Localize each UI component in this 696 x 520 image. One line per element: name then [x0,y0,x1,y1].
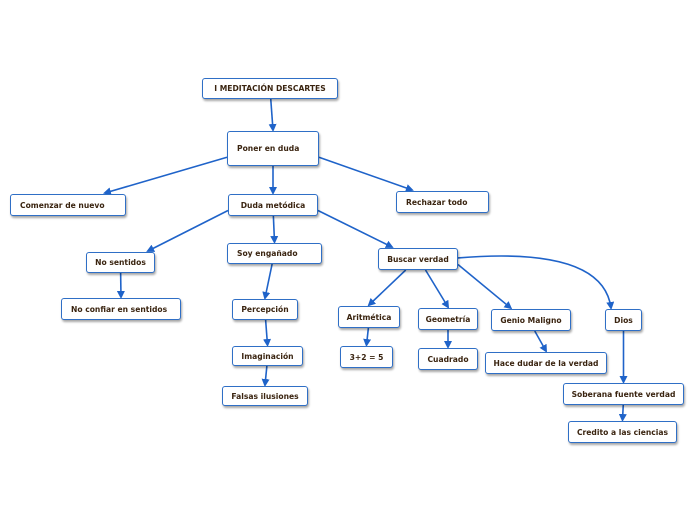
connector-duda-to-soy [270,215,279,244]
connector-genio-to-hace [534,330,547,353]
node-soberana-fuente-verdad[interactable]: Soberana fuente verdad [563,383,684,405]
connector-imaginacion-to-falsas [261,365,270,387]
node-no-confiar-en-sentidos[interactable]: No confiar en sentidos [61,298,181,320]
node-rechazar-todo[interactable]: Rechazar todo [396,191,489,213]
node-genio-maligno[interactable]: Genio Maligno [491,309,571,331]
node-aritmetica[interactable]: Aritmética [338,306,400,328]
connector-duda-to-nosentidos [146,209,229,252]
connector-buscar-to-dios [457,255,615,310]
node-hace-dudar-de-la-verdad[interactable]: Hace dudar de la verdad [485,352,607,374]
node-credito-a-las-ciencias[interactable]: Credito a las ciencias [568,421,677,443]
connector-poner-to-rechazar [318,156,414,192]
node-dios[interactable]: Dios [605,309,642,331]
connector-duda-to-buscar [317,209,394,248]
connector-soy-to-percepcion [262,263,273,300]
node-i-meditacion-descartes[interactable]: I MEDITACIÓN DESCARTES [202,78,338,99]
node-buscar-verdad[interactable]: Buscar verdad [378,248,458,270]
connector-aritmetica-to-tres [363,327,372,347]
node-poner-en-duda[interactable]: Poner en duda [227,131,319,166]
node-percepcion[interactable]: Percepción [232,299,298,320]
connector-buscar-to-geometria [424,269,450,309]
connector-buscar-to-genio [457,263,513,310]
node-no-sentidos[interactable]: No sentidos [86,252,155,273]
node-falsas-ilusiones[interactable]: Falsas ilusiones [222,386,308,406]
node-comenzar-de-nuevo[interactable]: Comenzar de nuevo [10,194,126,216]
node-3-mas-2-igual-5[interactable]: 3+2 = 5 [340,346,393,368]
node-cuadrado[interactable]: Cuadrado [418,348,478,370]
connector-root-to-poner [268,98,277,132]
node-duda-metodica[interactable]: Duda metódica [228,194,318,216]
connector-poner-to-comenzar [102,156,228,196]
node-geometria[interactable]: Geometría [418,308,478,330]
node-soy-enganado[interactable]: Soy engañado [227,243,322,264]
connector-percepcion-to-imaginacion [263,319,272,347]
connector-soberana-to-credito [618,404,627,422]
connector-buscar-to-aritmetica [367,269,407,307]
node-imaginacion[interactable]: Imaginación [232,346,303,366]
